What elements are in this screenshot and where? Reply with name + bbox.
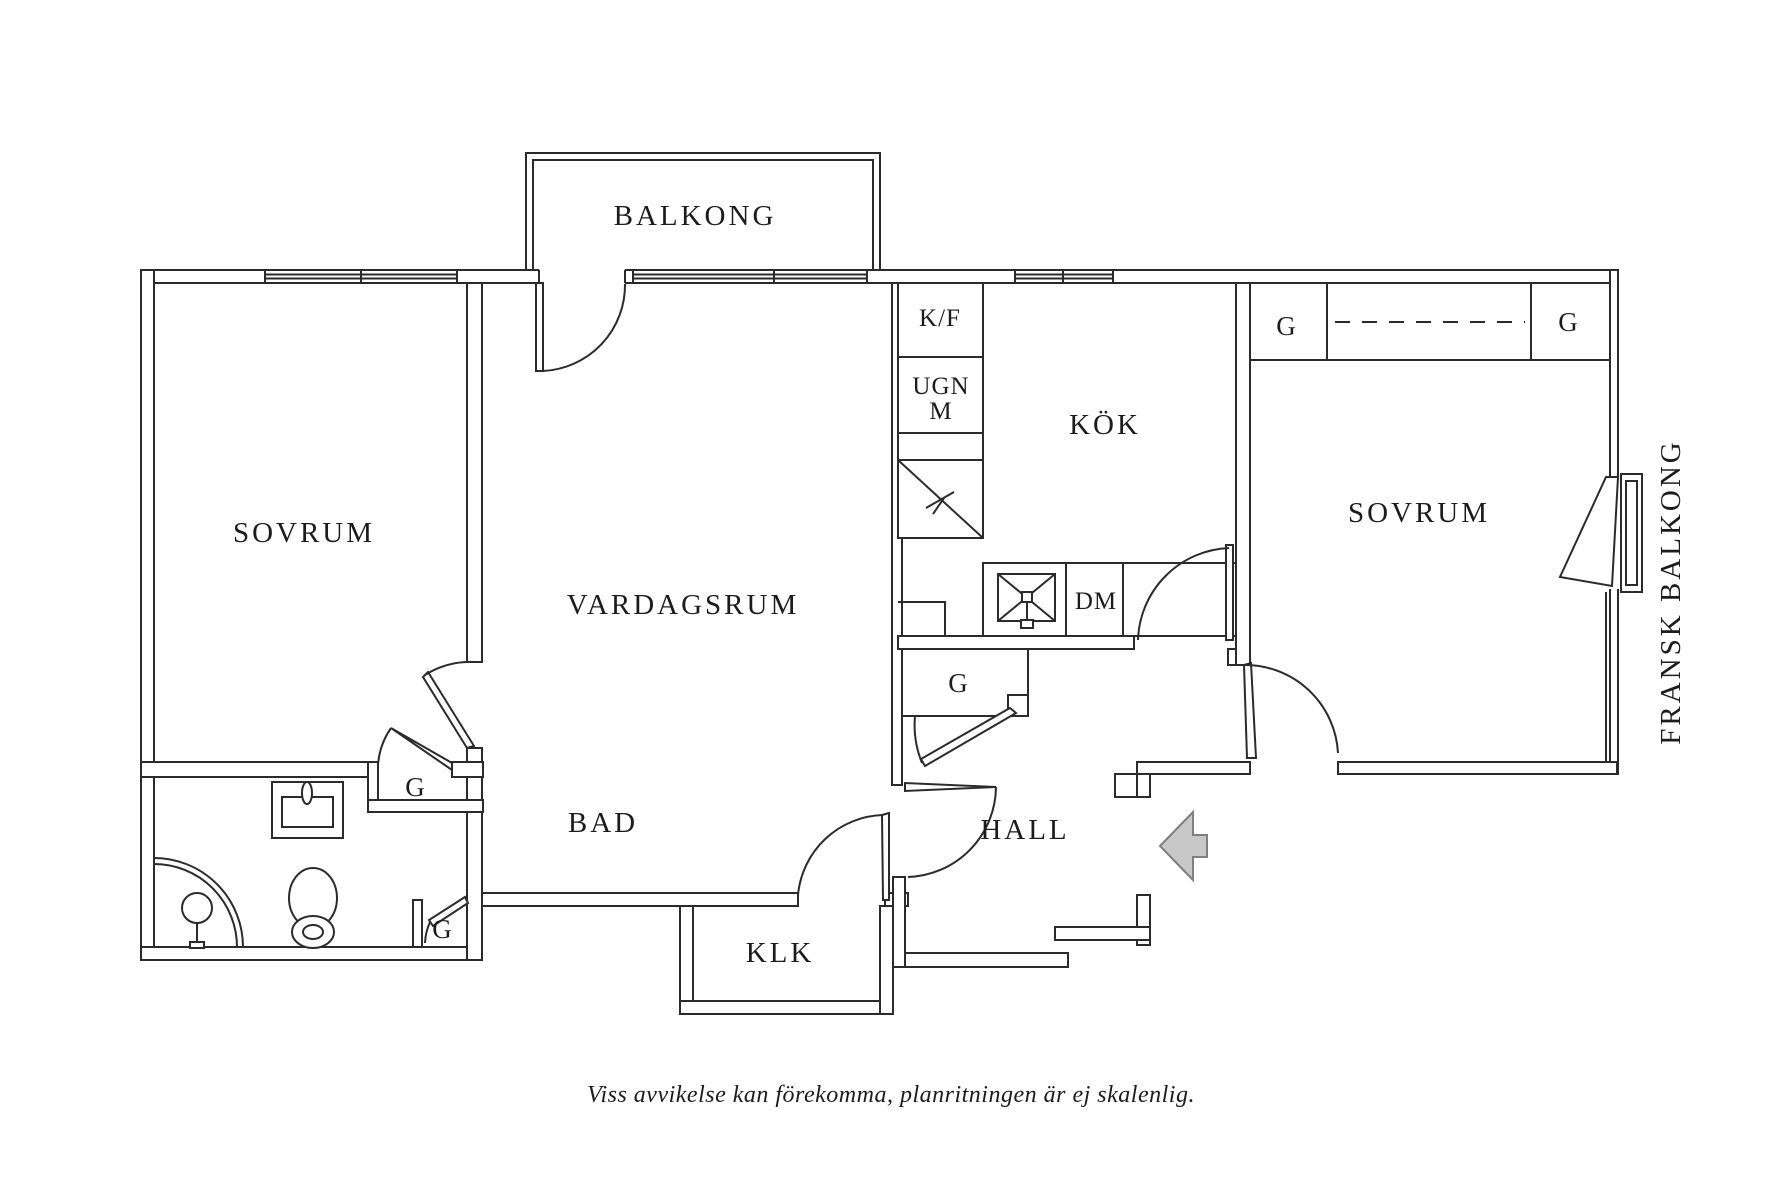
label-g-hall: G bbox=[948, 668, 968, 698]
label-oven-2: M bbox=[929, 398, 952, 425]
walls bbox=[140, 269, 1619, 1015]
bathroom-sink bbox=[271, 781, 344, 839]
label-fridge-freezer: K/F bbox=[919, 305, 961, 332]
bedroom-right-door bbox=[1242, 661, 1339, 759]
label-living-room: VARDAGSRUM bbox=[567, 589, 800, 621]
label-klk: KLK bbox=[746, 937, 815, 969]
kitchen-door bbox=[1137, 544, 1237, 666]
fridge-freezer-box bbox=[897, 282, 984, 358]
french-balcony-door bbox=[1558, 473, 1643, 762]
oven-box bbox=[897, 356, 984, 434]
windows bbox=[264, 269, 1114, 284]
toilet bbox=[288, 867, 338, 949]
label-g-bedroom-right-west: G bbox=[1276, 311, 1296, 341]
klk-door bbox=[797, 811, 890, 901]
balcony-door bbox=[535, 269, 627, 372]
kitchen-sink bbox=[997, 573, 1056, 629]
hall-closet bbox=[901, 648, 1029, 768]
label-oven-1: UGN bbox=[912, 373, 969, 400]
label-french-balcony: FRANSK BALKONG bbox=[1655, 439, 1687, 744]
label-g-bedroom-left: G bbox=[405, 772, 425, 802]
label-bedroom-left: SOVRUM bbox=[233, 517, 375, 549]
wall-left bbox=[140, 269, 155, 961]
label-bathroom: BAD bbox=[568, 807, 638, 839]
label-dishwasher: DM bbox=[1075, 588, 1117, 615]
label-g-bedroom-right-east: G bbox=[1558, 307, 1578, 337]
bathroom-closet-door bbox=[424, 895, 470, 944]
bedroom-closet-door bbox=[377, 727, 453, 772]
bedroom-left-door bbox=[421, 660, 476, 750]
bedroom-right-wardrobes bbox=[1249, 282, 1611, 361]
label-hall: HALL bbox=[980, 814, 1069, 846]
entry-arrow-icon bbox=[1158, 809, 1208, 883]
label-g-bathroom: G bbox=[432, 914, 452, 944]
window-living bbox=[632, 269, 868, 284]
window-bedroom-left bbox=[264, 269, 458, 284]
label-kitchen: KÖK bbox=[1069, 409, 1141, 441]
bathroom-door bbox=[904, 781, 997, 878]
shower bbox=[153, 857, 244, 949]
kitchen-cabinets bbox=[897, 282, 1237, 637]
disclaimer-text: Viss avvikelse kan förekomma, planritnin… bbox=[587, 1082, 1195, 1108]
label-balcony: BALKONG bbox=[614, 200, 777, 232]
balcony-outline bbox=[525, 152, 881, 271]
label-bedroom-right: SOVRUM bbox=[1348, 497, 1490, 529]
window-kitchen bbox=[1014, 269, 1114, 284]
